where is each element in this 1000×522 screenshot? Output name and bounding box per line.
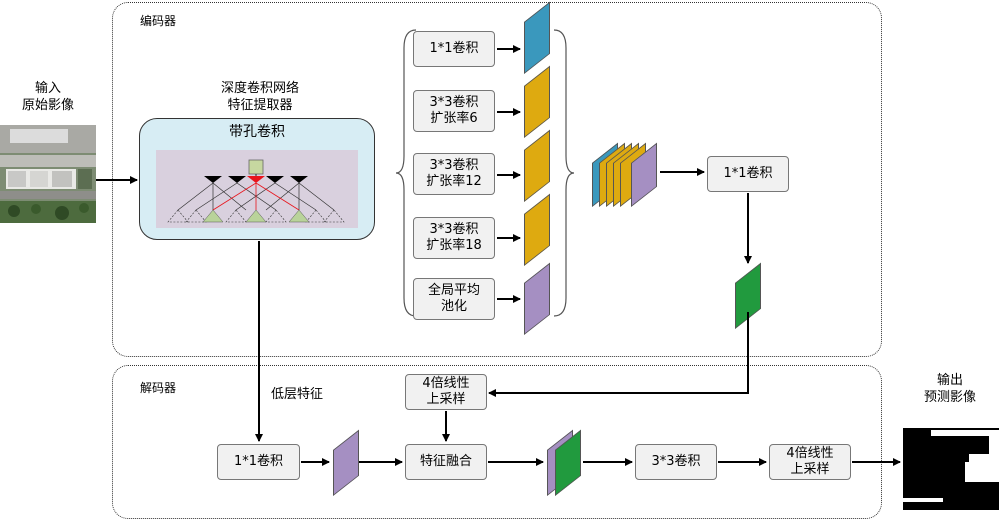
input-label-1: 输入	[34, 81, 61, 96]
decoder-region	[112, 365, 882, 519]
decoder-conv1x1-label: 1*1卷积	[233, 454, 284, 469]
upsample-top-line2: 上采样	[426, 392, 466, 407]
input-aerial-image	[0, 125, 96, 223]
input-label-2: 原始影像	[21, 98, 74, 113]
backbone-title-2: 特征提取器	[227, 98, 293, 113]
backbone-title-1: 深度卷积网络	[220, 81, 299, 96]
encoder-conv1x1-box: 1*1卷积	[707, 156, 789, 192]
decoder-conv1x1-box: 1*1卷积	[217, 444, 300, 480]
aspp-pooling-box: 全局平均 池化	[413, 278, 495, 320]
low-level-feature-label: 低层特征	[270, 387, 323, 402]
atrous-tree-diagram	[167, 159, 345, 223]
upsample-final-line2: 上采样	[790, 462, 830, 477]
encoder-conv1x1-label: 1*1卷积	[723, 166, 773, 181]
upsample-top-box: 4倍线性 上采样	[405, 374, 487, 410]
upsample-final-box: 4倍线性 上采样	[769, 444, 851, 480]
fusion-box: 特征融合	[405, 444, 487, 480]
fusion-label: 特征融合	[419, 454, 472, 469]
aspp-right-brace	[553, 29, 574, 317]
output-label-2: 预测影像	[923, 390, 976, 405]
encoder-label: 编码器	[140, 14, 177, 28]
aspp-left-brace	[396, 29, 417, 317]
aspp-dilated6-box: 3*3卷积 扩张率6	[413, 90, 495, 132]
aspp-dilated18-line1: 3*3卷积	[429, 222, 479, 237]
decoder-conv3x3-label: 3*3卷积	[651, 454, 701, 469]
upsample-top-line1: 4倍线性	[422, 376, 470, 391]
aspp-dilated18-box: 3*3卷积 扩张率18	[413, 217, 495, 259]
upsample-final-line1: 4倍线性	[786, 446, 834, 461]
aspp-conv1x1-label: 1*1卷积	[429, 41, 479, 56]
aspp-dilated6-line1: 3*3卷积	[429, 95, 479, 110]
output-prediction-image	[903, 412, 999, 510]
decoder-conv3x3-box: 3*3卷积	[635, 444, 717, 480]
aspp-dilated18-line2: 扩张率18	[426, 238, 482, 253]
atrous-conv-label: 带孔卷积	[229, 124, 285, 140]
aspp-pooling-line2: 池化	[440, 299, 467, 314]
aspp-dilated6-line2: 扩张率6	[430, 111, 478, 126]
aspp-pooling-line1: 全局平均	[427, 283, 480, 298]
decoder-label: 解码器	[140, 381, 177, 395]
aspp-dilated12-box: 3*3卷积 扩张率12	[413, 153, 495, 195]
aspp-dilated12-line2: 扩张率12	[426, 174, 482, 189]
output-label-1: 输出	[936, 373, 963, 388]
aspp-conv1x1-box: 1*1卷积	[413, 31, 495, 67]
aspp-dilated12-line1: 3*3卷积	[429, 158, 479, 173]
